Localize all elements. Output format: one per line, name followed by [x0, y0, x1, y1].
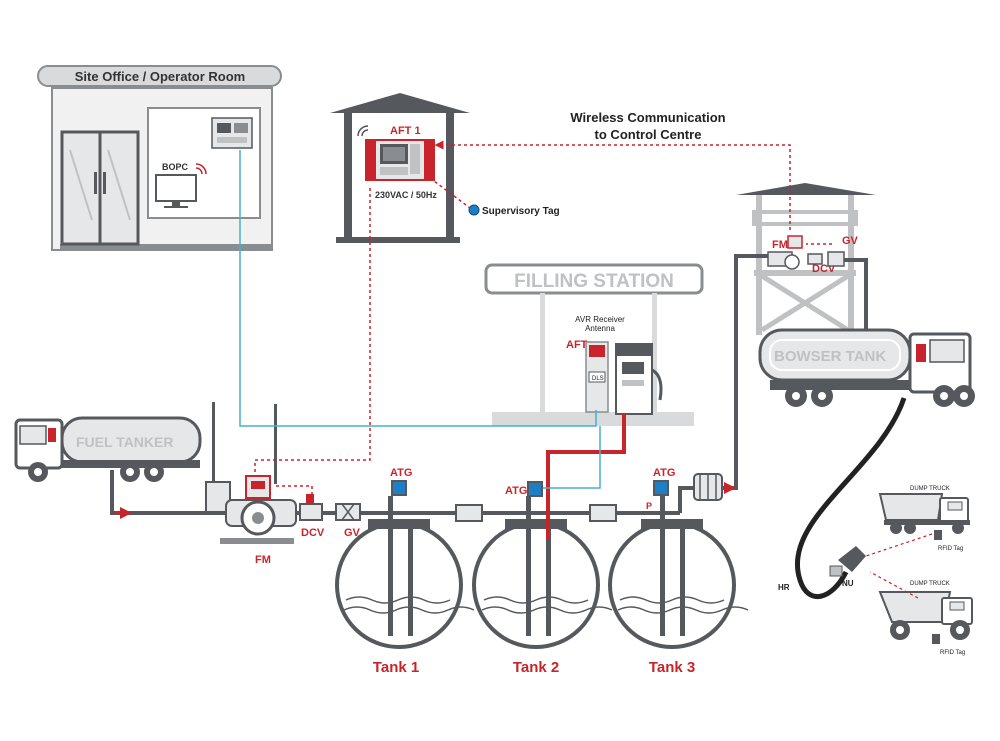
wireless-link	[254, 140, 832, 494]
aft1-unit	[365, 139, 435, 181]
data-cable	[239, 150, 601, 489]
fuel-tanker-label: FUEL TANKER	[76, 434, 173, 450]
site-office-building: Site Office / Operator Room BOPC	[37, 65, 282, 251]
rfid-tag-label-2: RFID Tag	[940, 650, 965, 656]
dispenser-fuel-line	[546, 414, 626, 540]
dispensing-hose	[795, 397, 907, 599]
wireless-label-line2: to Control Centre	[595, 127, 702, 142]
site-office-label: Site Office / Operator Room	[75, 69, 245, 84]
tank1-label: Tank 1	[373, 659, 419, 676]
inline-valve	[455, 504, 617, 522]
rfid-tag-icon	[932, 634, 940, 644]
wifi-icon	[195, 163, 207, 175]
dls-label: DLS	[592, 376, 604, 382]
avr-label-line2: Antenna	[585, 324, 615, 333]
dump-truck-label-2: DUMP TRUCK	[910, 581, 950, 587]
tank2-label: Tank 2	[513, 659, 559, 676]
rfid-link	[865, 533, 933, 599]
filling-station-label: FILLING STATION	[514, 271, 674, 292]
monitor-icon	[155, 174, 197, 208]
tank-1	[335, 480, 475, 649]
dump-truck-label-1: DUMP TRUCK	[910, 486, 950, 492]
rfid-tag-icon	[934, 530, 942, 540]
tank3-label: Tank 3	[649, 659, 695, 676]
dcv-label: DCV	[301, 527, 325, 539]
dump-truck-2: DUMP TRUCK RFID Tag	[878, 581, 973, 656]
pump-motor	[693, 473, 723, 501]
main-pipeline	[110, 254, 868, 515]
rfid-tag-label-1: RFID Tag	[938, 546, 963, 552]
supervisory-tag-label: Supervisory Tag	[482, 206, 560, 217]
atg-label-tank1: ATG	[390, 467, 412, 479]
bowser-tower: FM GV DCV	[736, 183, 876, 335]
power-label: 230VAC / 50Hz	[375, 190, 437, 200]
atg-label-tank3: ATG	[653, 467, 675, 479]
fuel-tanker-truck: FUEL TANKER	[14, 416, 202, 482]
nu-label: NU	[842, 579, 854, 588]
tower-flow-meter	[767, 235, 845, 270]
atg-label-tank2: ATG	[505, 485, 527, 497]
bowser-tank-truck: BOWSER TANK	[758, 328, 975, 407]
tank-3	[608, 480, 749, 649]
supervisory-tag-icon	[468, 204, 480, 216]
bowser-tank-label: BOWSER TANK	[774, 348, 886, 365]
fuel-dispenser	[615, 343, 663, 415]
bopc-label: BOPC	[162, 162, 189, 172]
aft-label: AFT	[566, 339, 588, 351]
gv-label: GV	[344, 527, 361, 539]
wifi-icon	[357, 125, 369, 137]
aft1-hut: AFT 1 230VAC / 50Hz Supervisory Tag	[330, 93, 560, 243]
fm-label: FM	[255, 554, 271, 566]
filling-station: FILLING STATION AVR Receiver Antenna AFT…	[484, 263, 704, 426]
glass-door	[60, 130, 140, 246]
tower-gv-label: GV	[842, 235, 859, 247]
aft1-label: AFT 1	[390, 125, 421, 137]
p-label: P	[646, 501, 652, 511]
gv-valve: GV	[335, 503, 361, 539]
dump-truck-1: DUMP TRUCK RFID Tag	[878, 486, 970, 552]
avr-label-line1: AVR Receiver	[575, 315, 625, 324]
tank-2	[472, 481, 613, 649]
wireless-label-line1: Wireless Communication	[570, 110, 725, 125]
control-panel-icon	[211, 117, 253, 149]
aft-unit: DLS	[585, 341, 609, 413]
hr-label: HR	[778, 583, 790, 592]
tower-fm-label: FM	[772, 239, 788, 251]
flow-meter-assembly: FM	[205, 402, 297, 566]
dcv-valve: DCV	[299, 494, 325, 539]
